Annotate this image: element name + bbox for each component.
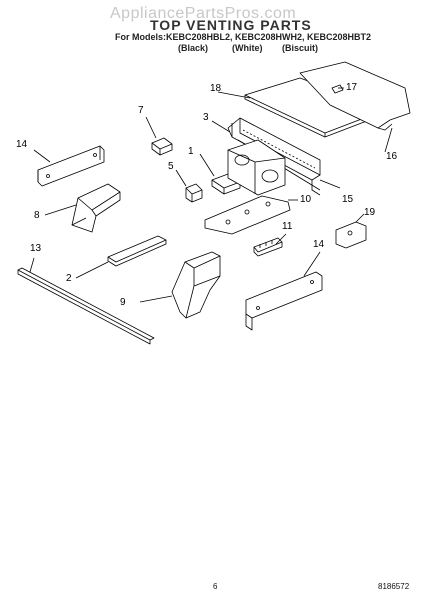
part-13-long-strip <box>17 267 155 345</box>
part-10-mounting-plate <box>204 195 291 235</box>
callout-14-lower: 14 <box>313 239 325 250</box>
callout-9: 9 <box>120 297 126 308</box>
part-14-upper-bracket <box>37 145 105 187</box>
callout-19: 19 <box>364 207 376 218</box>
page-number: 6 <box>213 582 218 591</box>
models-line: For Models:KEBC208HBL2, KEBC208HWH2, KEB… <box>115 32 372 42</box>
watermark: AppliancePartsPros.com <box>110 5 297 22</box>
callout-17: 17 <box>346 82 358 93</box>
callout-1: 1 <box>188 146 194 157</box>
color-label-black: (Black) <box>178 43 209 53</box>
part-14-lower-bracket <box>245 271 323 331</box>
callout-7: 7 <box>138 105 144 116</box>
callout-11: 11 <box>282 221 293 232</box>
part-17-screw <box>331 84 344 94</box>
blower-motor-assembly <box>227 139 286 196</box>
part-8-duct-channel <box>71 183 121 233</box>
callout-8: 8 <box>34 210 40 221</box>
color-label-biscuit: (Biscuit) <box>282 43 318 53</box>
part-16-vent-cover <box>299 61 411 131</box>
diagram-title: TOP VENTING PARTS <box>150 17 312 33</box>
part-11-terminal-block <box>253 237 283 257</box>
leader-lines <box>29 87 393 303</box>
part-9-duct <box>171 251 221 319</box>
part-2-strip <box>107 235 167 267</box>
part-19-small-bracket <box>335 221 367 249</box>
callout-15: 15 <box>342 194 354 205</box>
callout-3: 3 <box>203 112 209 123</box>
part-7-switch <box>151 137 173 156</box>
callout-14-upper: 14 <box>16 139 28 150</box>
part-5-clip <box>185 183 203 203</box>
callout-10: 10 <box>300 194 312 205</box>
callout-2: 2 <box>66 273 72 284</box>
callout-13: 13 <box>30 243 42 254</box>
callout-16: 16 <box>386 151 398 162</box>
document-number: 8186572 <box>378 582 410 591</box>
callout-18: 18 <box>210 83 222 94</box>
color-label-white: (White) <box>232 43 263 53</box>
callout-5: 5 <box>168 161 174 172</box>
